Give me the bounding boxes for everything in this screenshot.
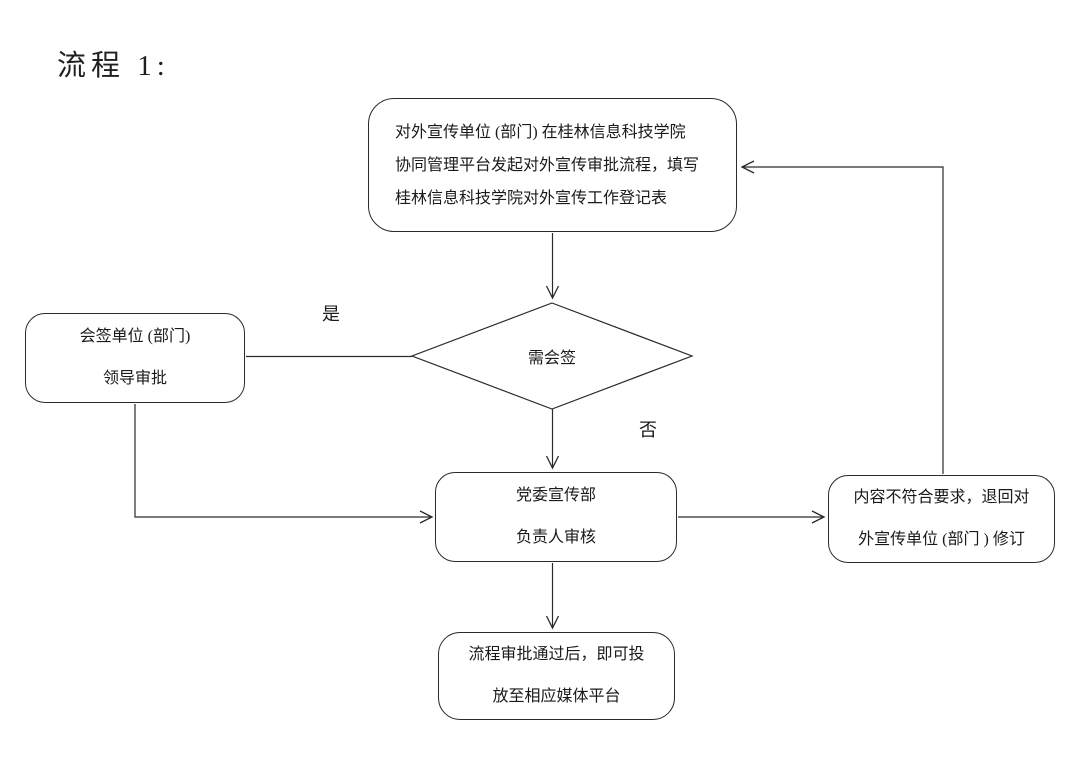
node-countersign: 会签单位 (部门) 领导审批 (25, 313, 245, 403)
node-text-line: 放至相应媒体平台 (492, 688, 621, 705)
node-text-line: 领导审批 (102, 370, 167, 387)
node-text-line: 桂林信息科技学院对外宣传工作登记表 (395, 189, 668, 207)
node-text-line: 负责人审核 (515, 529, 596, 546)
node-text-line: 内容不符合要求，退回对 (853, 489, 1030, 506)
node-text-line: 流程审批通过后，即可投 (468, 646, 645, 663)
node-reject: 内容不符合要求，退回对 外宣传单位 (部门 ) 修订 (828, 475, 1055, 563)
node-text-line: 党委宣传部 (515, 487, 596, 504)
node-publish: 流程审批通过后，即可投 放至相应媒体平台 (438, 632, 675, 720)
node-review: 党委宣传部 负责人审核 (435, 472, 677, 562)
edge-countersign-to-review (134, 404, 434, 524)
node-decision-label: 需会签 (527, 350, 576, 367)
edge-reject-to-start (740, 160, 944, 474)
node-text-line: 协同管理平台发起对外宣传审批流程，填写 (395, 156, 700, 174)
node-start: 对外宣传单位 (部门) 在桂林信息科技学院 协同管理平台发起对外宣传审批流程，填… (368, 98, 737, 232)
node-text-line: 对外宣传单位 (部门) 在桂林信息科技学院 (395, 123, 686, 141)
node-text-line: 会签单位 (部门) (79, 328, 191, 345)
node-text-line: 外宣传单位 (部门 ) 修订 (858, 531, 1025, 548)
page-title: 流程 1: (57, 50, 170, 82)
edge-label-yes: 是 (322, 304, 340, 324)
edge-label-no: 否 (639, 420, 657, 440)
